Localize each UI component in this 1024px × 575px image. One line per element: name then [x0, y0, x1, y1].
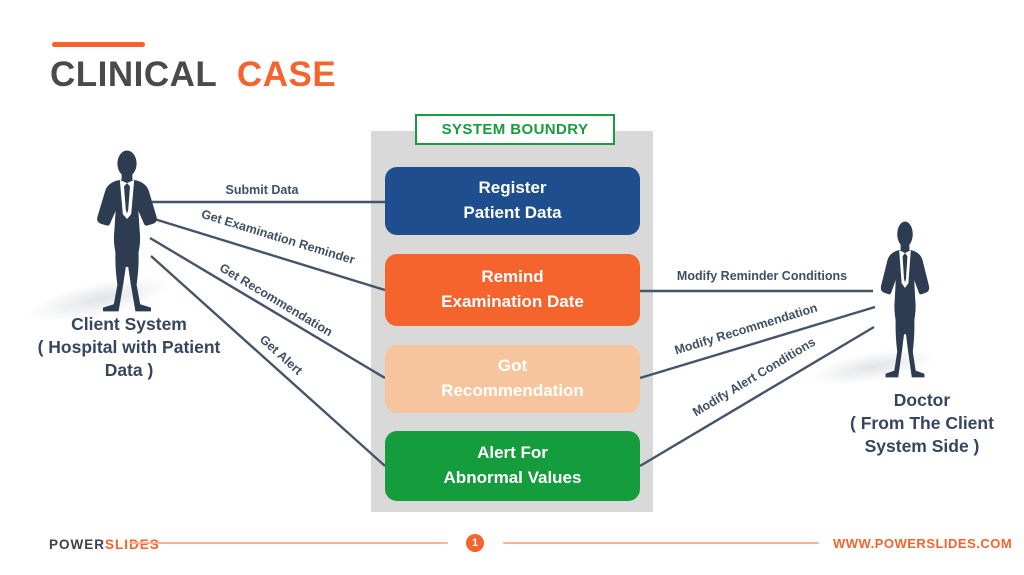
client-system-label: Client System ( Hospital with Patient Da… — [37, 314, 221, 381]
title-accent-bar — [52, 42, 145, 47]
usecase-remind-examination-date: Remind Examination Date — [385, 254, 640, 326]
logo-part-slides: SLIDES — [105, 537, 160, 552]
powerslides-logo: POWERSLIDES — [49, 537, 160, 552]
usecase-alert-abnormal-values: Alert For Abnormal Values — [385, 431, 640, 501]
footer-divider-right — [503, 542, 819, 544]
doctor-label: Doctor ( From The Client System Side ) — [850, 390, 994, 457]
label-get-examination-reminder: Get Examination Reminder — [199, 206, 357, 268]
doctor-actor-icon — [880, 221, 930, 378]
title-part-case: CASE — [236, 55, 337, 94]
label-submit-data: Submit Data — [225, 183, 299, 197]
usecase-register-patient-data: Register Patient Data — [385, 167, 640, 235]
label-modify-reminder-conditions: Modify Reminder Conditions — [676, 269, 848, 283]
footer-divider-left — [130, 542, 448, 544]
page-title: CLINICAL CASE — [50, 55, 336, 95]
usecase-got-recommendation: Got Recommendation — [385, 345, 640, 413]
label-get-alert: Get Alert — [256, 332, 306, 378]
website-link[interactable]: WWW.POWERSLIDES.COM — [833, 536, 1013, 551]
client-system-actor-icon — [97, 150, 157, 312]
title-part-clinical: CLINICAL — [50, 55, 217, 94]
page-number-badge: 1 — [466, 534, 484, 552]
logo-part-power: POWER — [49, 537, 106, 552]
system-boundary-label: SYSTEM BOUNDRY — [415, 114, 615, 145]
